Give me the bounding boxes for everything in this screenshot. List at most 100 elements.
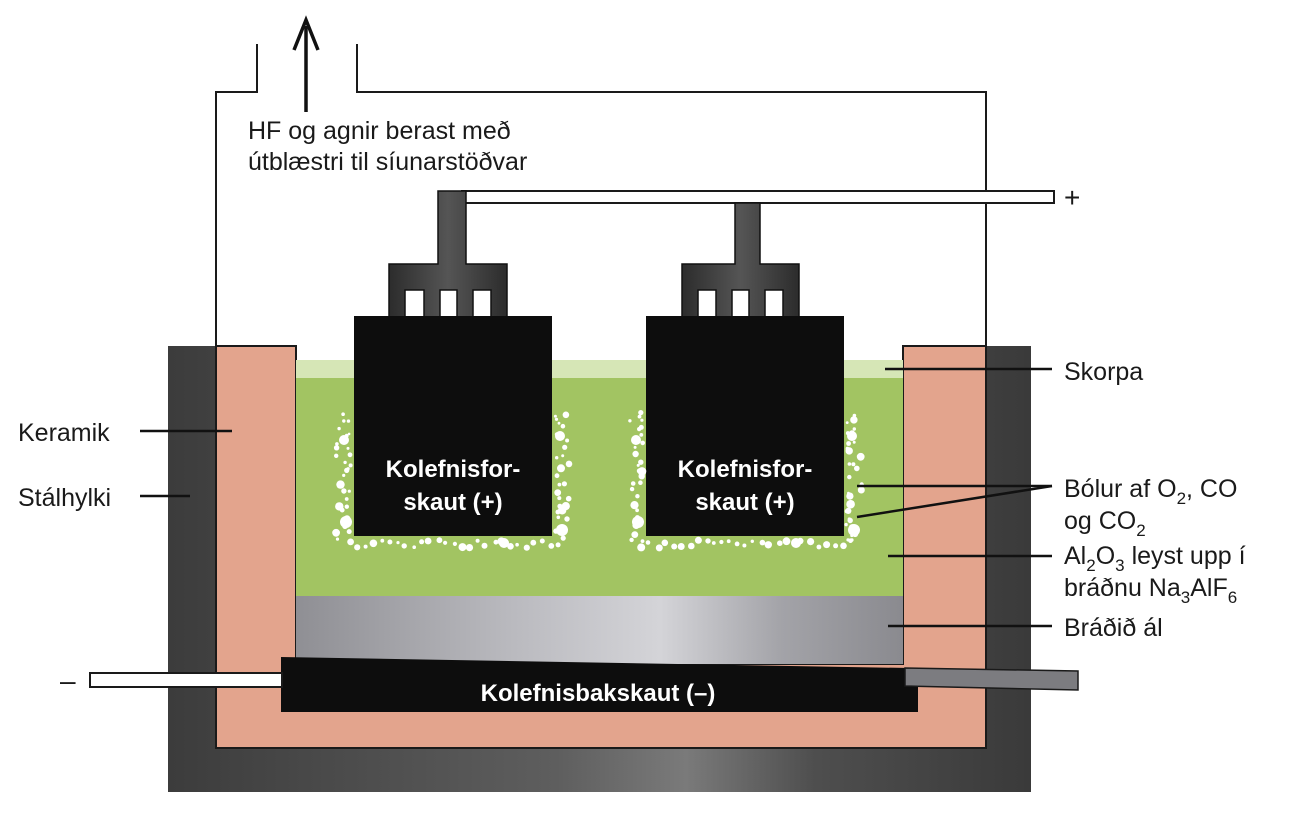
gas-bubble: [341, 412, 345, 417]
gas-bubble: [764, 541, 772, 549]
gas-bubble: [339, 435, 349, 445]
gas-bubble: [705, 538, 711, 544]
gas-bubble: [640, 440, 645, 446]
gas-bubble: [782, 537, 791, 546]
gas-bubble: [452, 541, 457, 547]
gas-bubble: [337, 426, 341, 431]
gas-bubble: [637, 414, 642, 419]
al2o3-label-line2: bráðnu Na3AlF6: [1064, 574, 1237, 607]
gas-bubble: [857, 486, 865, 494]
gas-bubble: [556, 515, 561, 520]
gas-bubble: [347, 452, 353, 458]
gas-bubble: [677, 543, 685, 550]
gas-bubble: [340, 516, 352, 528]
gas-bubble: [759, 539, 766, 546]
gas-bubble: [562, 411, 570, 419]
gas-bubble: [856, 452, 865, 461]
gas-bubble: [711, 541, 716, 545]
minus-sign: –: [60, 665, 76, 696]
gas-bubble: [333, 445, 340, 451]
bubbles-leader-2: [856, 484, 1053, 519]
gas-bubble: [661, 539, 669, 547]
gas-bubble: [638, 459, 644, 465]
exhaust-hood: [215, 44, 987, 350]
gas-bubble: [346, 446, 350, 450]
gas-bubble: [560, 535, 566, 541]
gas-bubble: [565, 460, 573, 468]
gas-bubble: [380, 538, 385, 543]
anode-2-block: [646, 316, 844, 536]
gas-bubble: [481, 542, 488, 549]
gas-bubble: [639, 433, 644, 437]
anode-2-label-line2: skaut (+): [695, 489, 794, 516]
gas-bubble: [369, 539, 378, 548]
cathode-block: [281, 657, 1078, 712]
gas-bubble: [523, 544, 530, 551]
gas-bubble: [645, 540, 651, 545]
gas-bubble: [655, 544, 663, 552]
gas-bubble: [339, 507, 345, 513]
gas-bubble: [347, 432, 351, 436]
gas-bubble: [557, 421, 561, 425]
gas-bubble: [791, 538, 801, 548]
gas-bubble: [637, 427, 642, 432]
gas-bubble: [396, 541, 400, 545]
exhaust-label-line2: útblæstri til síunarstöðvar: [248, 148, 527, 176]
gas-bubble: [850, 538, 854, 542]
gas-bubble: [633, 445, 637, 449]
gas-bubble: [629, 486, 635, 492]
gas-bubble: [635, 494, 640, 499]
anode-2-rod: [681, 202, 800, 319]
gas-bubble: [556, 524, 568, 536]
gas-bubble: [554, 473, 560, 479]
gas-bubble: [347, 489, 351, 493]
gas-bubble: [640, 539, 645, 543]
gas-bubble: [335, 537, 340, 541]
molten-aluminium: [296, 596, 903, 664]
gas-bubble: [424, 537, 432, 545]
gas-bubble: [632, 516, 644, 528]
gas-bubble: [631, 531, 639, 538]
gas-bubble: [565, 495, 572, 502]
gas-bubble: [363, 544, 368, 549]
gas-bubble: [465, 544, 474, 552]
gas-bubble: [640, 418, 644, 422]
anode-2-label-line1: Kolefnisfor-: [678, 456, 813, 483]
gas-bubble: [816, 544, 822, 550]
gas-bubble: [354, 544, 361, 551]
gas-bubble: [507, 543, 514, 550]
gas-bubble: [636, 463, 640, 467]
anode-1-label-line1: Kolefnisfor-: [386, 456, 521, 483]
gas-bubble: [844, 509, 849, 514]
gas-bubble: [846, 499, 855, 509]
gas-bubble: [344, 504, 349, 509]
gas-bubble: [632, 450, 639, 458]
gas-bubble: [635, 508, 639, 513]
gas-bubble: [637, 543, 646, 552]
gas-bubble: [847, 431, 857, 441]
gas-bubble: [823, 541, 831, 549]
gas-bubble: [555, 509, 561, 515]
gas-bubble: [750, 539, 754, 543]
gas-bubble: [845, 446, 850, 451]
molten-al-label: Bráðið ál: [1064, 614, 1163, 642]
gas-bubble: [848, 524, 860, 536]
gas-bubble: [539, 538, 545, 544]
bubbles-label-line2: og CO2: [1064, 507, 1146, 540]
gas-bubble: [847, 474, 852, 480]
gas-bubble: [342, 419, 346, 423]
gas-bubble: [840, 542, 847, 550]
exhaust-arrow: [292, 15, 320, 112]
gas-bubble: [443, 540, 448, 545]
gas-bubble: [348, 463, 353, 468]
bubbles-label-line1: Bólur af O2, CO: [1064, 475, 1237, 508]
anode-1-rod: [388, 190, 508, 319]
gas-bubble: [346, 419, 351, 423]
gas-bubble: [343, 460, 347, 465]
gas-bubble: [401, 543, 407, 549]
gas-bubble: [530, 539, 537, 546]
gas-bubble: [336, 480, 345, 489]
gas-bubble: [565, 438, 570, 443]
gas-bubble: [499, 538, 509, 548]
